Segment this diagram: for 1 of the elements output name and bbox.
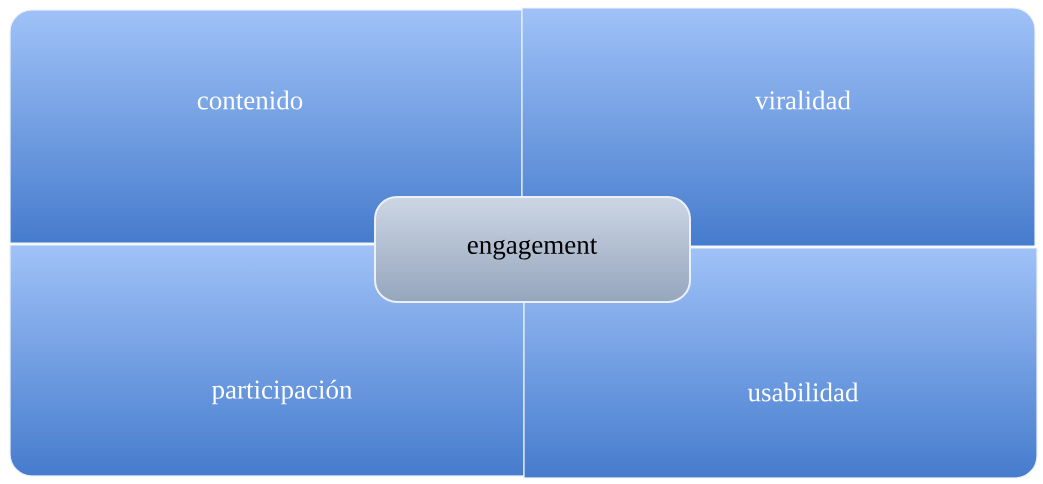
center-box: engagement [374, 196, 691, 303]
